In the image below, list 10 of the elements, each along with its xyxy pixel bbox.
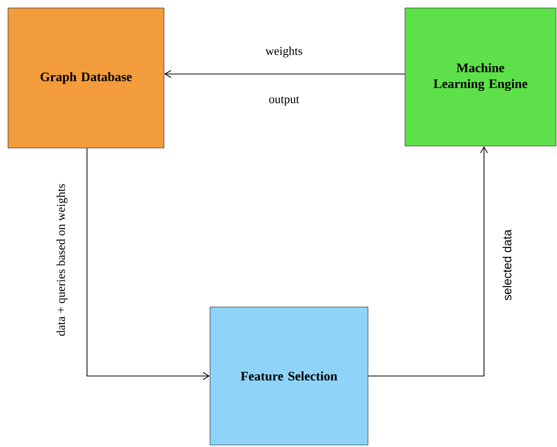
arrow <box>164 70 406 78</box>
process-box: Feature Selection <box>210 306 368 446</box>
arrow <box>86 148 210 380</box>
process-box: Graph Database <box>8 8 164 148</box>
edge-label: weights <box>264 46 304 58</box>
edge-label: selected data <box>502 228 512 302</box>
process-box: Machine Learning Engine <box>404 8 556 146</box>
arrow <box>368 146 488 376</box>
annotation-text: output <box>269 96 300 106</box>
edge-label: data + queries based on weights <box>56 182 68 338</box>
